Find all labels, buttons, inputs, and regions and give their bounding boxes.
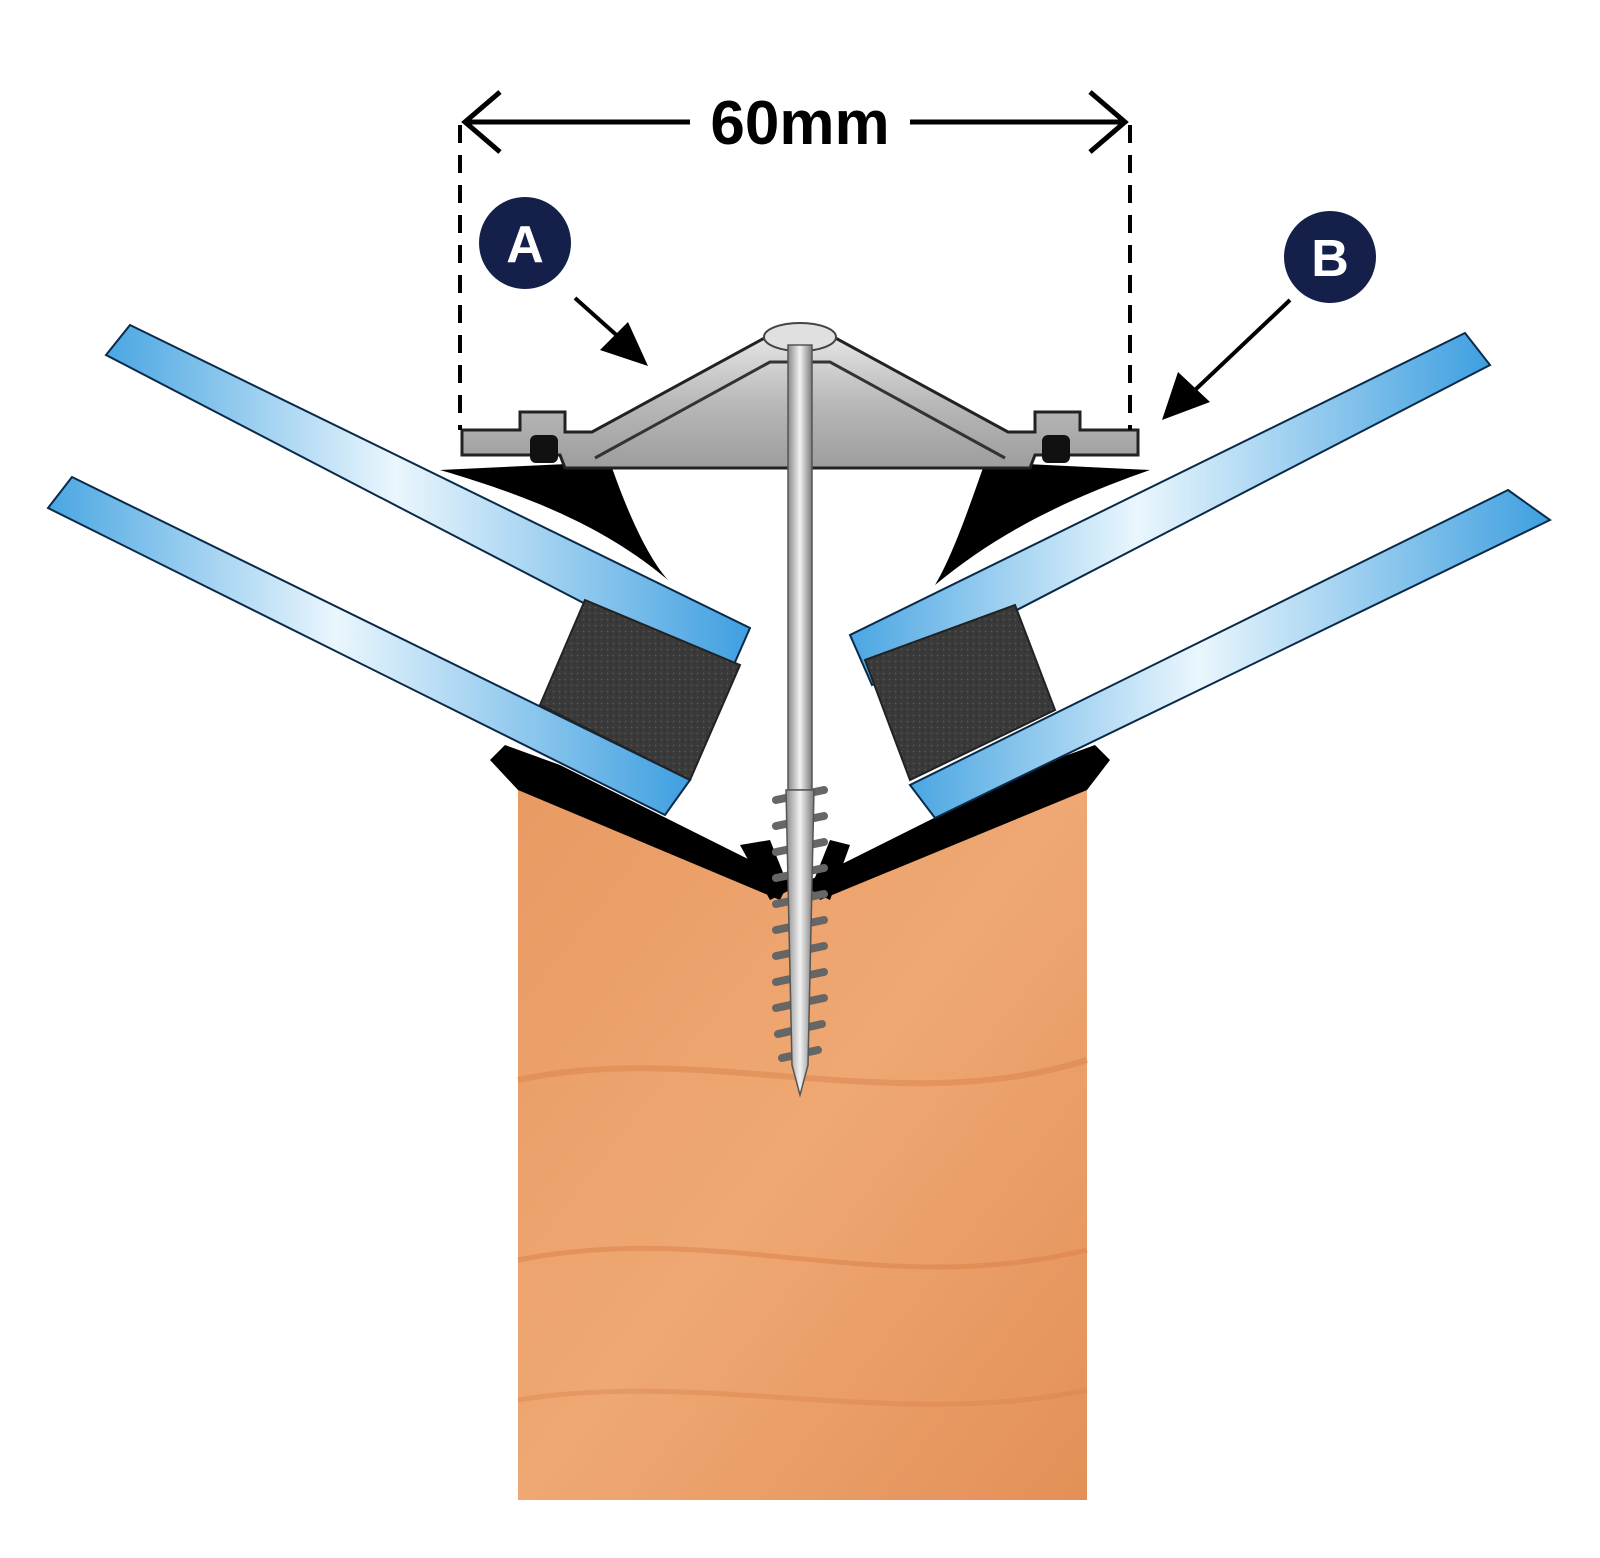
screw-icon [763,322,837,1098]
dimension-label: 60mm [710,89,889,158]
callout-a-label: A [506,216,544,274]
callout-b-label: B [1311,230,1349,288]
spacer-bar-right [863,603,1057,782]
arrow-icon [1162,372,1210,420]
arrow-icon [1088,90,1129,154]
upper-gasket-left [440,462,668,580]
spacer-bar-left [538,598,742,782]
upper-gasket-right [935,462,1150,585]
arrow-icon [600,322,648,366]
glazing-unit-left [46,323,752,817]
callout-b: B [1162,211,1376,420]
glazing-unit-right [848,331,1552,820]
arrow-icon [461,90,502,154]
lower-gasket-right [810,745,1110,900]
callout-a: A [479,197,648,366]
dimension-indicator: 60mm [458,89,1132,430]
lower-gasket-left [490,745,790,900]
